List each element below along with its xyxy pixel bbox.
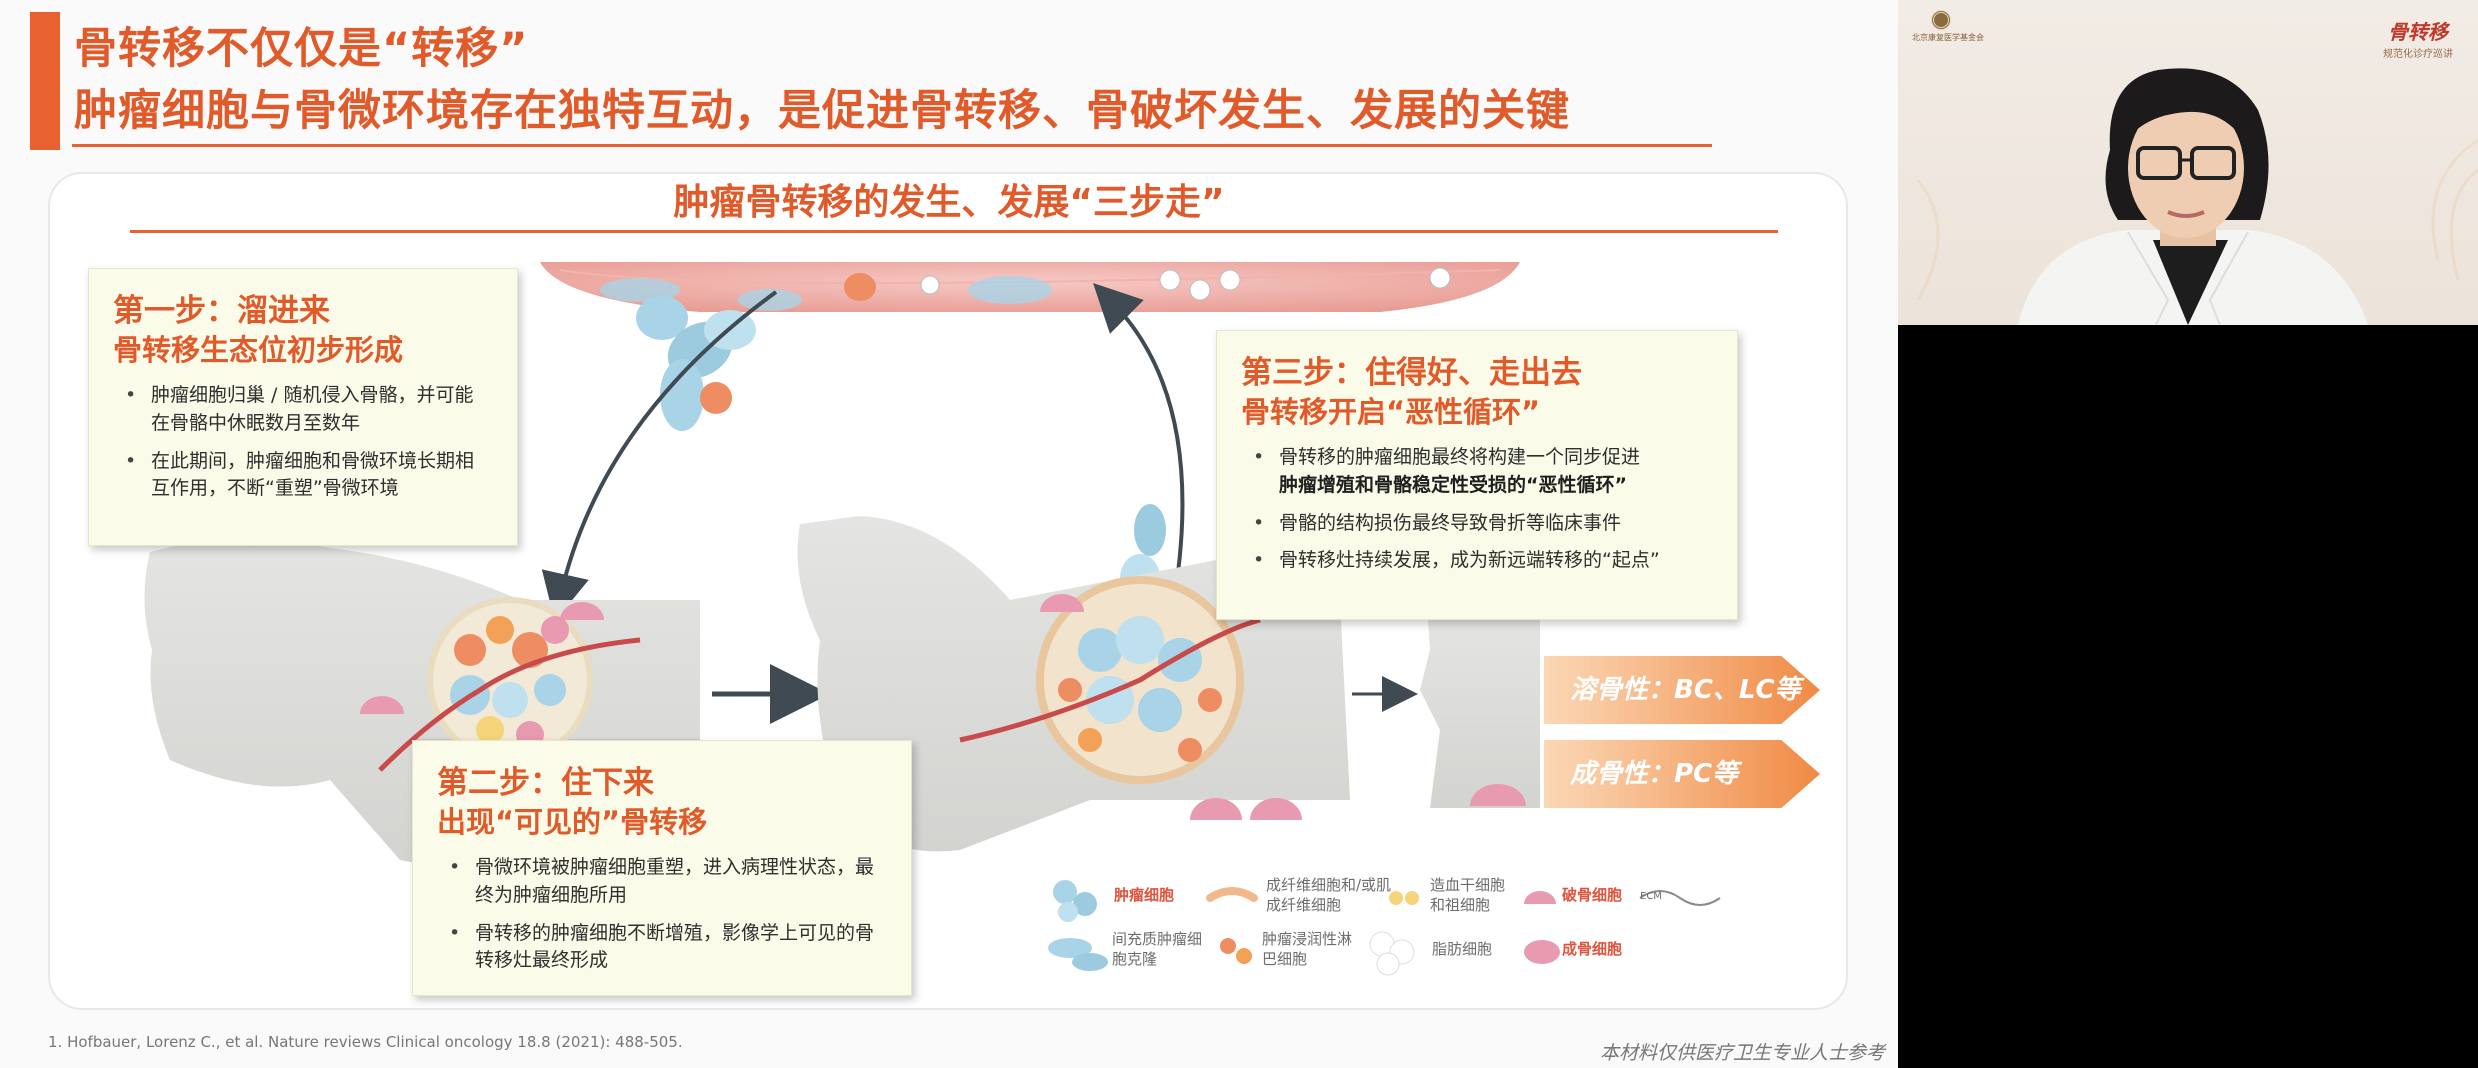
legend-tumor-cells: 肿瘤细胞: [1114, 886, 1175, 904]
step-3-title: 第三步：住得好、走出去: [1241, 355, 1582, 391]
bone-stage-2: [797, 516, 1350, 852]
panel-title: 肿瘤骨转移的发生、发展“三步走”: [673, 182, 1225, 223]
intravasation-arrow: [541, 290, 778, 622]
slide-title-line-2: 肿瘤细胞与骨微环境存在独特互动，是促进骨转移、骨破坏发生、发展的关键: [74, 86, 1570, 136]
program-logo: 骨转移 规范化诊疗巡讲: [2366, 16, 2470, 60]
legend-osteoblasts: 成骨细胞: [1562, 940, 1623, 958]
bone-stage-3: [1420, 620, 1540, 808]
osteolytic-outcome-tag: 溶骨性：BC、LC等: [1544, 656, 1820, 724]
legend-adipocytes: 脂肪细胞: [1432, 940, 1493, 958]
list-item: 在此期间，肿瘤细胞和骨微环境长期相互作用，不断“重塑”骨微环境: [123, 448, 491, 503]
slide: 骨转移不仅仅是“转移” 肿瘤细胞与骨微环境存在独特互动，是促进骨转移、骨破坏发生…: [0, 0, 1898, 1068]
step-2-subtitle: 出现“可见的”骨转移: [437, 805, 708, 840]
program-logo-subtitle: 规范化诊疗巡讲: [2383, 49, 2453, 60]
osteoblastic-outcome-tag: 成骨性：PC等: [1544, 740, 1820, 808]
reference-citation: 1. Hofbauer, Lorenz C., et al. Nature re…: [48, 1033, 683, 1051]
list-item: 肿瘤细胞归巢 / 随机侵入骨骼，并可能在骨骼中休眠数月至数年: [123, 382, 491, 437]
list-item: 骨骼的结构损伤最终导致骨折等临床事件: [1251, 510, 1711, 538]
step-2-bullets: 骨微环境被肿瘤细胞重塑，进入病理性状态，最终为肿瘤细胞所用 骨转移的肿瘤细胞不断…: [447, 854, 885, 974]
title-underline: [72, 144, 1712, 147]
legend-icons: [1048, 880, 1721, 976]
step-1-callout: 第一步：溜进来 骨转移生态位初步形成 肿瘤细胞归巢 / 随机侵入骨骼，并可能在骨…: [88, 268, 518, 546]
legend-mesenchymal-clone: 间充质肿瘤细胞克隆: [1112, 930, 1203, 968]
step-3-bullet-1-emphasis: 肿瘤增殖和骨骼稳定性受损的“恶性循环”: [1279, 473, 1627, 496]
disclaimer: 本材料仅供医疗卫生专业人士参考: [1600, 1042, 1886, 1064]
list-item: 骨转移灶持续发展，成为新远端转移的“起点”: [1251, 547, 1711, 575]
presenter-webcam: 北京康复医学基金会 骨转移 规范化诊疗巡讲: [1898, 0, 2478, 325]
legend-fibroblasts: 成纤维细胞和/或肌成纤维细胞: [1266, 876, 1392, 914]
seal-icon: [1931, 10, 1951, 30]
list-item: 骨微环境被肿瘤细胞重塑，进入病理性状态，最终为肿瘤细胞所用: [447, 854, 885, 909]
step-1-title: 第一步：溜进来: [113, 293, 330, 329]
legend-osteoclasts: 破骨细胞: [1562, 886, 1623, 904]
title-accent-bar: [30, 12, 60, 150]
step-3-callout: 第三步：住得好、走出去 骨转移开启“恶性循环” 骨转移的肿瘤细胞最终将构建一个同…: [1216, 330, 1738, 620]
legend-lymphocytes: 肿瘤浸润性淋巴细胞: [1262, 930, 1353, 968]
bone-metastasis-illustration: [144, 262, 1721, 976]
step-1-bullets: 肿瘤细胞归巢 / 随机侵入骨骼，并可能在骨骼中休眠数月至数年 在此期间，肿瘤细胞…: [123, 382, 491, 502]
legend-ecm: ECM: [1640, 891, 1662, 902]
presenter: [1916, 68, 2478, 325]
re-entry-arrow: [1093, 283, 1185, 613]
legend-hsc: 造血干细胞和祖细胞: [1430, 876, 1506, 914]
empty-video-area: [1898, 325, 2478, 1068]
step-3-bullet-1-text: 骨转移的肿瘤细胞最终将构建一个同步促进: [1279, 446, 1641, 469]
slide-title-line-1: 骨转移不仅仅是“转移”: [74, 24, 529, 74]
list-item: 骨转移的肿瘤细胞不断增殖，影像学上可见的骨转移灶最终形成: [447, 920, 885, 975]
program-logo-title: 骨转移: [2388, 20, 2448, 44]
step-2-callout: 第二步：住下来 出现“可见的”骨转移 骨微环境被肿瘤细胞重塑，进入病理性状态，最…: [412, 740, 912, 996]
foundation-logo: 北京康复医学基金会: [1912, 10, 1984, 43]
blood-vessel: [540, 262, 1520, 312]
step-3-subtitle: 骨转移开启“恶性循环”: [1241, 395, 1541, 430]
step-1-subtitle: 骨转移生态位初步形成: [113, 333, 404, 368]
step-2-title: 第二步：住下来: [437, 765, 654, 801]
panel-title-underline: [130, 230, 1778, 233]
foundation-logo-text: 北京康复医学基金会: [1912, 33, 1984, 42]
